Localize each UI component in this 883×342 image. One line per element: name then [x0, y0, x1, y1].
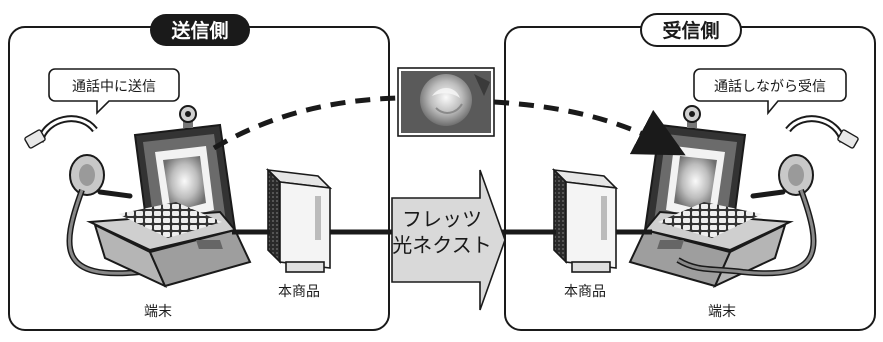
receiver-speech-bubble: 通話しながら受信 [693, 68, 847, 116]
receiver-bubble-text: 通話しながら受信 [714, 78, 826, 95]
sender-title-tag: 送信側 [150, 14, 250, 46]
router-icon [265, 168, 333, 273]
sender-title: 送信側 [171, 19, 228, 42]
receiver-panel: 受信側 通話しながら受信 [495, 13, 876, 331]
receiver-router-label: 本商品 [564, 284, 606, 300]
headset-icon [676, 115, 859, 277]
network-arrow: フレッツ 光ネクスト [391, 169, 506, 311]
webcam-icon [179, 105, 197, 128]
sender-terminal-label: 端末 [144, 304, 172, 320]
dashed-arrow-icon [212, 95, 668, 148]
sender-panel: 送信側 通話中に送信 [8, 14, 393, 331]
sender-router-label: 本商品 [278, 284, 320, 300]
laptop-icon [86, 123, 252, 289]
router-icon [551, 168, 619, 273]
laptop-photo [163, 156, 206, 212]
receiver-terminal-label: 端末 [708, 304, 736, 320]
sender-bubble-text: 通話中に送信 [72, 78, 156, 95]
sender-speech-bubble: 通話中に送信 [48, 68, 180, 115]
receiver-title-tag: 受信側 [640, 13, 742, 47]
rose-photo-icon [397, 67, 495, 137]
receiver-title: 受信側 [662, 19, 719, 42]
network-label-line2: 光ネクスト [392, 233, 491, 257]
network-label-line1: フレッツ [402, 207, 482, 231]
